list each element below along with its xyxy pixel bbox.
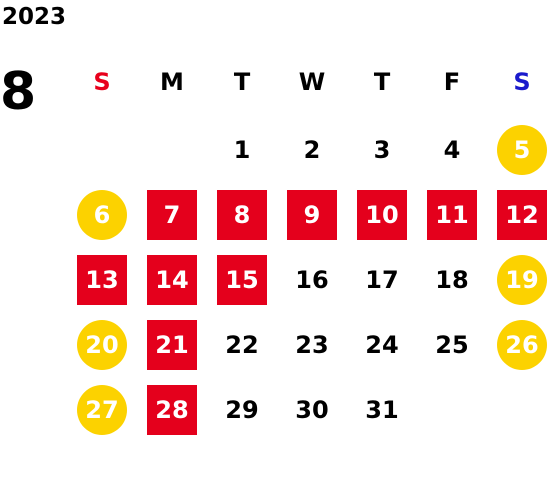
day-cell-holiday: 11 xyxy=(427,190,477,240)
day-cell: 30 xyxy=(295,396,329,424)
day-cell-weekend: 5 xyxy=(497,125,547,175)
day-cell: 4 xyxy=(443,136,461,164)
day-cell-holiday: 21 xyxy=(147,320,197,370)
day-cell-holiday: 8 xyxy=(217,190,267,240)
weekday-label: T xyxy=(373,68,391,96)
day-cell-holiday: 7 xyxy=(147,190,197,240)
day-cell: 22 xyxy=(225,331,259,359)
day-cell-weekend: 27 xyxy=(77,385,127,435)
day-cell: 16 xyxy=(295,266,329,294)
day-cell-holiday: 10 xyxy=(357,190,407,240)
day-cell: 1 xyxy=(233,136,251,164)
day-cell: 17 xyxy=(365,266,399,294)
weekday-label: W xyxy=(298,68,326,96)
day-cell: 31 xyxy=(365,396,399,424)
year-label: 2023 xyxy=(2,4,67,30)
day-cell-holiday: 28 xyxy=(147,385,197,435)
day-cell: 25 xyxy=(435,331,469,359)
day-cell: 18 xyxy=(435,266,469,294)
day-cell: 23 xyxy=(295,331,329,359)
weekday-label: F xyxy=(443,68,461,96)
day-cell: 2 xyxy=(303,136,321,164)
day-cell: 24 xyxy=(365,331,399,359)
day-cell-holiday: 12 xyxy=(497,190,547,240)
day-cell-weekend: 20 xyxy=(77,320,127,370)
day-cell-holiday: 13 xyxy=(77,255,127,305)
day-cell-weekend: 26 xyxy=(497,320,547,370)
day-cell-holiday: 14 xyxy=(147,255,197,305)
day-cell: 3 xyxy=(373,136,391,164)
weekday-label: M xyxy=(160,68,184,96)
month-number: 8 xyxy=(0,62,37,122)
day-cell-holiday: 15 xyxy=(217,255,267,305)
day-cell: 29 xyxy=(225,396,259,424)
day-cell-weekend: 19 xyxy=(497,255,547,305)
day-cell-weekend: 6 xyxy=(77,190,127,240)
weekday-label: T xyxy=(233,68,251,96)
weekday-label: S xyxy=(93,68,111,96)
weekday-label: S xyxy=(513,68,531,96)
day-cell-holiday: 9 xyxy=(287,190,337,240)
